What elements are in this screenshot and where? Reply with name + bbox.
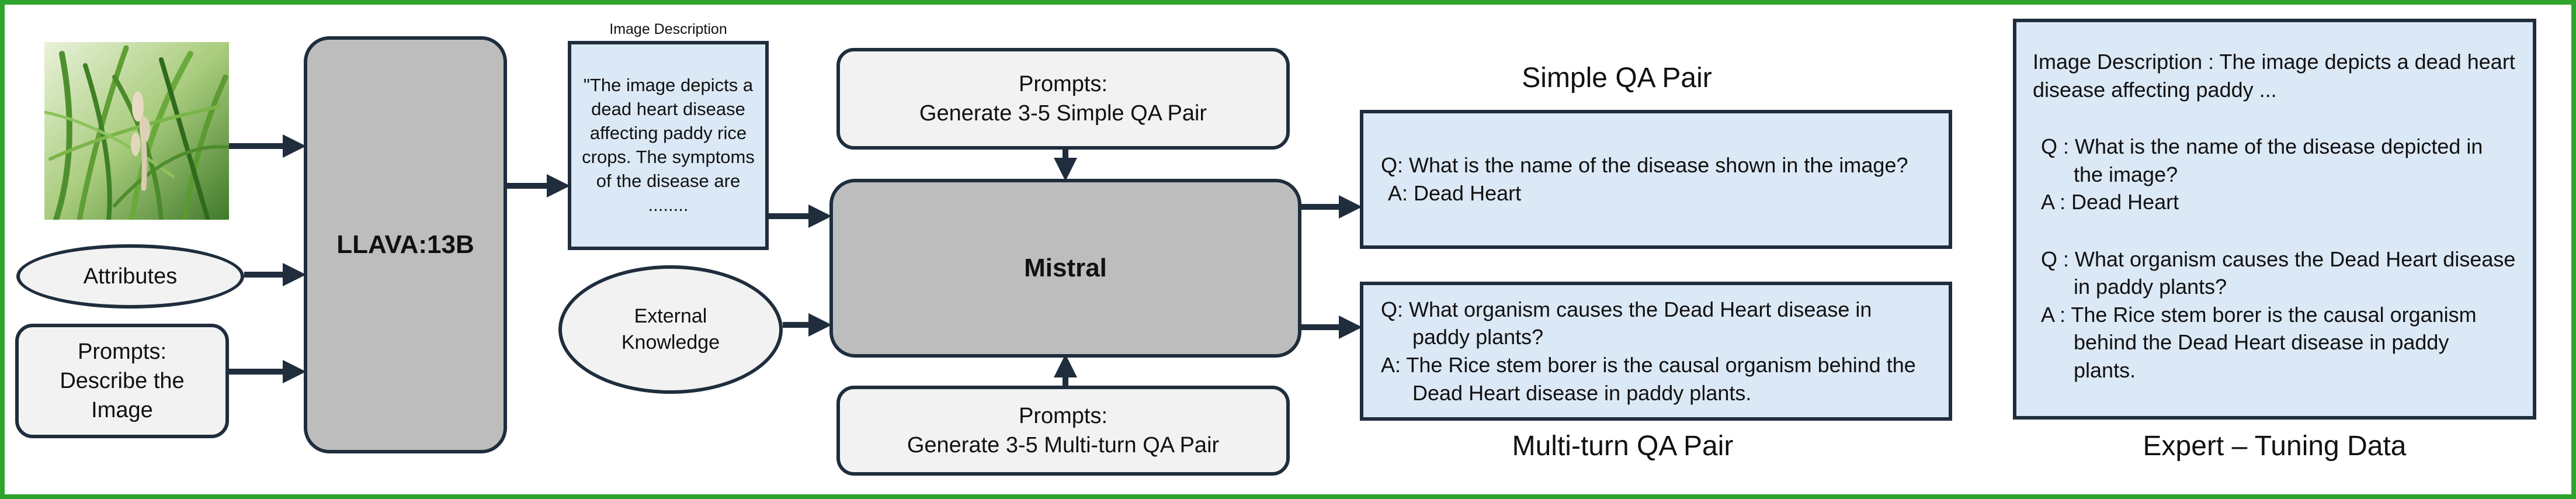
rice-plant-photo: [44, 42, 229, 220]
llava-node: LLAVA:13B: [304, 36, 507, 453]
multiturn-qa-title: Multi-turn QA Pair: [1512, 431, 1734, 462]
prompt-describe-label: Prompts: Describe the Image: [60, 339, 185, 423]
expert-q2: Q : What organism causes the Dead Heart …: [2041, 247, 2516, 299]
simple-qa-title: Simple QA Pair: [1522, 63, 1712, 93]
prompt-simple-node: Prompts: Generate 3-5 Simple QA Pair: [836, 48, 1290, 150]
external-knowledge-node: External Knowledge: [558, 265, 783, 394]
image-description-heading: Image Description: [609, 21, 727, 37]
simple-qa-box: Q: What is the name of the disease shown…: [1360, 110, 1952, 249]
expert-q1: Q : What is the name of the disease depi…: [2041, 134, 2483, 186]
expert-description: Image Description : The image depicts a …: [2033, 50, 2515, 102]
prompt-multiturn-node: Prompts: Generate 3-5 Multi-turn QA Pair: [836, 386, 1290, 476]
multiturn-qa-question: Q: What organism causes the Dead Heart d…: [1381, 297, 1872, 349]
prompt-simple-label: Prompts: Generate 3-5 Simple QA Pair: [919, 71, 1207, 126]
mistral-node: Mistral: [829, 179, 1301, 358]
simple-qa-answer: A: Dead Heart: [1388, 181, 1522, 205]
attributes-label: Attributes: [83, 264, 178, 289]
expert-data-title: Expert – Tuning Data: [2143, 431, 2407, 462]
expert-a2: A : The Rice stem borer is the causal or…: [2041, 302, 2477, 382]
image-description-text: "The image depicts a dead heart disease …: [582, 75, 755, 215]
llava-label: LLAVA:13B: [336, 230, 474, 259]
mistral-label: Mistral: [1024, 253, 1107, 282]
external-knowledge-label: External Knowledge: [621, 305, 720, 354]
multiturn-qa-box: Q: What organism causes the Dead Heart d…: [1360, 282, 1952, 421]
simple-qa-question: Q: What is the name of the disease shown…: [1381, 153, 1908, 178]
prompt-describe-node: Prompts: Describe the Image: [15, 324, 229, 438]
multiturn-qa-answer: A: The Rice stem borer is the causal org…: [1381, 353, 1916, 405]
image-description-box: "The image depicts a dead heart disease …: [568, 41, 769, 250]
expert-data-box: Image Description : The image depicts a …: [2013, 19, 2536, 420]
attributes-node: Attributes: [16, 244, 244, 309]
expert-a1: A : Dead Heart: [2041, 190, 2179, 214]
prompt-multiturn-label: Prompts: Generate 3-5 Multi-turn QA Pair: [907, 403, 1220, 458]
